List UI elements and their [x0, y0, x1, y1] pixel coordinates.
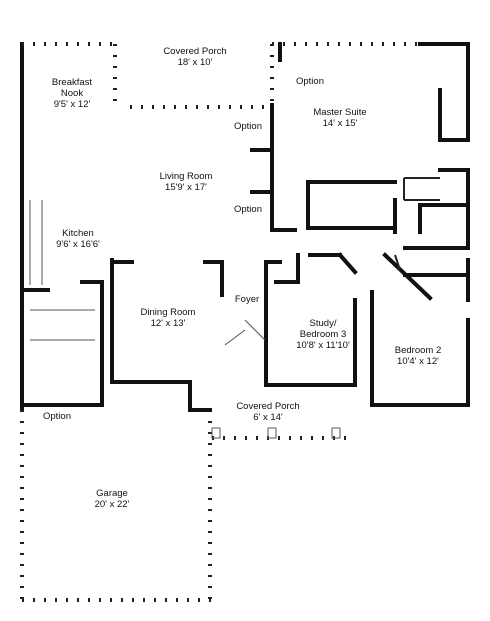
dining-room-label: Dining Room 12' x 13' [140, 307, 196, 329]
option-living-bottom-label: Option [234, 204, 262, 215]
option-living-top-label: Option [234, 121, 262, 132]
porch-post-right [331, 427, 341, 439]
study-bedroom3-label: Study/ Bedroom 3 10'8' x 11'10' [296, 318, 350, 351]
porch-post-mid [267, 427, 277, 439]
foyer-arc [224, 329, 246, 346]
covered-porch-front-label: Covered Porch 6' x 14' [236, 401, 300, 423]
foyer-label: Foyer [234, 294, 260, 305]
bedroom2-label: Bedroom 2 10'4' x 12' [394, 345, 442, 367]
breakfast-nook-label: Breakfast Nook 9'5' x 12' [51, 77, 93, 110]
covered-porch-rear-label: Covered Porch 18' x 10' [163, 46, 227, 68]
option-master-label: Option [296, 76, 324, 87]
option-garage-label: Option [43, 411, 71, 422]
study-door-angle [337, 252, 358, 275]
porch-post-left [211, 427, 221, 439]
kitchen-label: Kitchen 9'6' x 16'6' [56, 228, 100, 250]
master-suite-label: Master Suite 14' x 15' [313, 107, 367, 129]
living-room-label: Living Room 15'9' x 17' [159, 171, 213, 193]
front-door-swing [244, 319, 266, 341]
bedroom2-door-angle [382, 252, 433, 301]
hall-door-swing [394, 254, 401, 271]
garage-label: Garage 20' x 22' [94, 488, 130, 510]
